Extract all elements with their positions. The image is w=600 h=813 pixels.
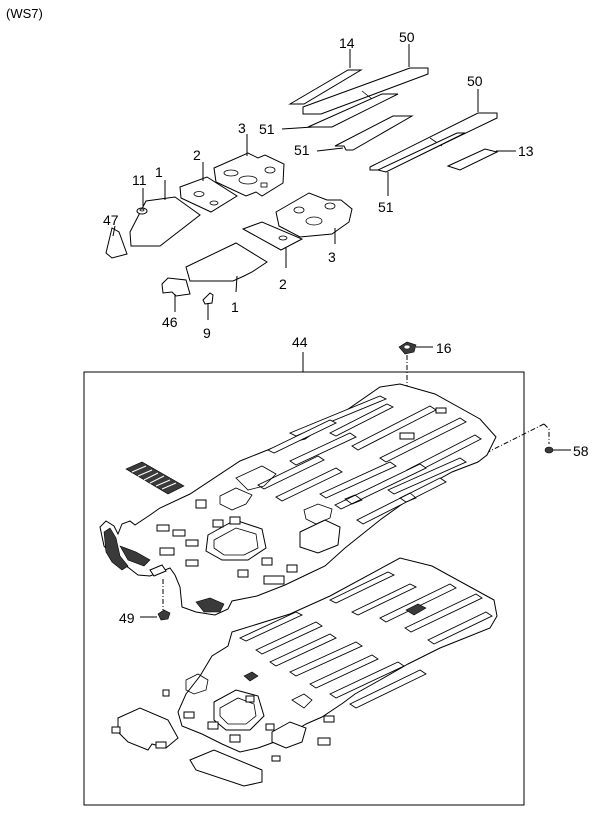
- label-16: 16: [436, 340, 452, 356]
- label-46: 46: [162, 314, 178, 330]
- label-2-lower: 2: [279, 276, 287, 292]
- label-3-upper: 3: [238, 120, 246, 136]
- pad-51-mid[interactable]: [334, 115, 414, 151]
- label-51-mid: 51: [294, 142, 310, 158]
- clip-49[interactable]: [157, 609, 171, 621]
- label-9: 9: [203, 325, 211, 341]
- carpet-upper[interactable]: [99, 383, 497, 616]
- label-49: 49: [119, 610, 135, 626]
- label-1-upper: 1: [155, 164, 163, 180]
- model-code: (WS7): [6, 6, 43, 21]
- pad-14[interactable]: [288, 69, 363, 105]
- upper-callouts: 14 50 51 51 50 13 51 3 2 1 11 47 3 2 1 4…: [103, 29, 534, 341]
- upper-pads-group: [105, 67, 499, 305]
- pad-3-lower[interactable]: [275, 192, 353, 238]
- label-2-upper: 2: [193, 147, 201, 163]
- pad-51-bottom[interactable]: [376, 132, 466, 173]
- pad-50-upper[interactable]: [302, 67, 429, 115]
- label-50-top: 50: [399, 29, 415, 45]
- label-13: 13: [518, 143, 534, 159]
- ribbed-mat[interactable]: [125, 461, 185, 495]
- label-14: 14: [339, 35, 355, 51]
- carpet-lower[interactable]: [162, 557, 498, 762]
- clip-16[interactable]: [398, 341, 417, 355]
- rear-foot-pad[interactable]: [189, 749, 263, 787]
- label-47: 47: [103, 212, 119, 228]
- pad-47[interactable]: [105, 227, 128, 259]
- pad-50-lower[interactable]: [369, 112, 498, 171]
- pad-46[interactable]: [161, 277, 191, 297]
- label-3-lower: 3: [328, 249, 336, 265]
- label-11: 11: [132, 172, 147, 188]
- assembly-44-frame: [83, 371, 525, 806]
- pad-13[interactable]: [446, 148, 499, 171]
- label-51-top: 51: [259, 121, 275, 137]
- pad-2-lower[interactable]: [241, 221, 304, 251]
- label-51-bottom: 51: [378, 199, 394, 215]
- label-50-right: 50: [467, 73, 483, 89]
- label-58: 58: [573, 443, 589, 459]
- front-foot-pad[interactable]: [111, 707, 179, 751]
- label-1-lower: 1: [231, 299, 239, 315]
- pad-51-top[interactable]: [307, 93, 399, 128]
- clip-58[interactable]: [544, 446, 554, 454]
- pad-9[interactable]: [202, 292, 214, 305]
- pad-3-upper[interactable]: [213, 152, 285, 197]
- pad-1-upper[interactable]: [129, 196, 201, 247]
- label-44: 44: [292, 334, 308, 350]
- pad-1-lower[interactable]: [185, 242, 268, 282]
